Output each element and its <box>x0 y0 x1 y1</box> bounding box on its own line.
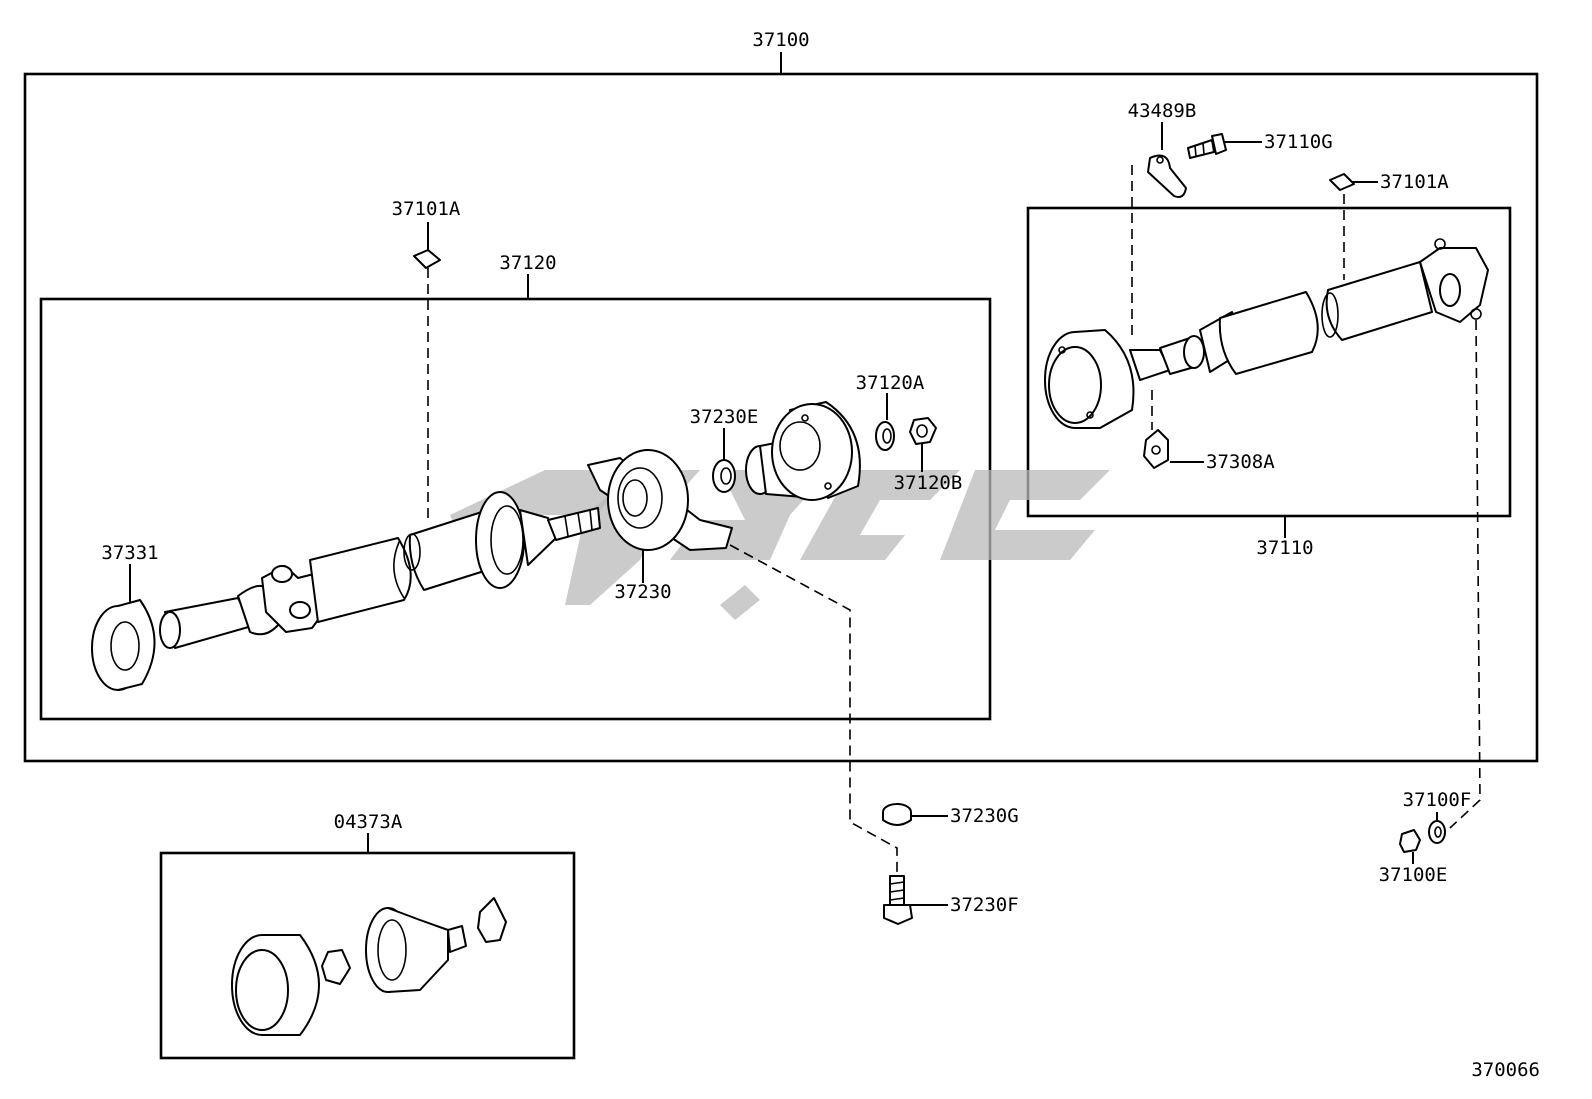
nut-37100E <box>1399 829 1421 853</box>
label-37110: 37110 <box>1256 537 1313 559</box>
label-37230F: 37230F <box>950 894 1019 916</box>
label-37101A-right: 37101A <box>1380 171 1449 193</box>
label-37100F: 37100F <box>1403 789 1472 811</box>
label-37230G: 37230G <box>950 805 1019 827</box>
bolt-37230F <box>883 875 913 925</box>
figure-code: 370066 <box>1471 1059 1540 1081</box>
label-37331: 37331 <box>101 542 158 564</box>
label-43489B: 43489B <box>1128 100 1197 122</box>
cv-joint-kit-04373A <box>231 897 507 1036</box>
washer-37100F <box>1428 820 1446 844</box>
assembly-box-37110 <box>1026 206 1512 518</box>
phantom-line-center-bearing <box>729 544 898 876</box>
assembly-box-37100 <box>23 72 1539 763</box>
label-37230E: 37230E <box>690 406 759 428</box>
balance-weight-37101A-right <box>1329 173 1355 191</box>
label-37120A: 37120A <box>856 372 925 394</box>
label-37308A: 37308A <box>1206 451 1275 473</box>
dust-cover-37331 <box>91 599 156 691</box>
bolt-37110G <box>1187 133 1227 159</box>
label-37230: 37230 <box>614 581 671 603</box>
washer-37120A <box>875 421 895 451</box>
label-37120: 37120 <box>499 252 556 274</box>
label-37120B: 37120B <box>894 472 963 494</box>
center-support-bearing-37230 <box>587 449 733 551</box>
front-propeller-shaft <box>91 491 601 691</box>
shaft-tube <box>309 509 501 623</box>
cv-joint <box>1044 329 1135 429</box>
washer-37230G <box>882 803 912 826</box>
rear-propeller-shaft <box>1044 238 1489 429</box>
companion-flange <box>1419 238 1489 323</box>
flange-yoke <box>745 401 861 501</box>
label-37110G: 37110G <box>1264 131 1333 153</box>
label-04373A: 04373A <box>334 811 403 833</box>
label-37100: 37100 <box>752 29 809 51</box>
label-37101A-left: 37101A <box>392 198 461 220</box>
lock-plate-43489B <box>1147 154 1187 198</box>
label-37100E: 37100E <box>1379 864 1448 886</box>
balance-weight-37101A-left <box>413 249 441 269</box>
slip-yoke <box>159 585 283 649</box>
phantom-line-37100F <box>1449 319 1481 829</box>
shaft-flange <box>475 491 601 589</box>
snap-ring-37308A <box>1143 429 1169 469</box>
nut-37120B <box>909 417 937 445</box>
washer-37230E <box>712 459 736 493</box>
